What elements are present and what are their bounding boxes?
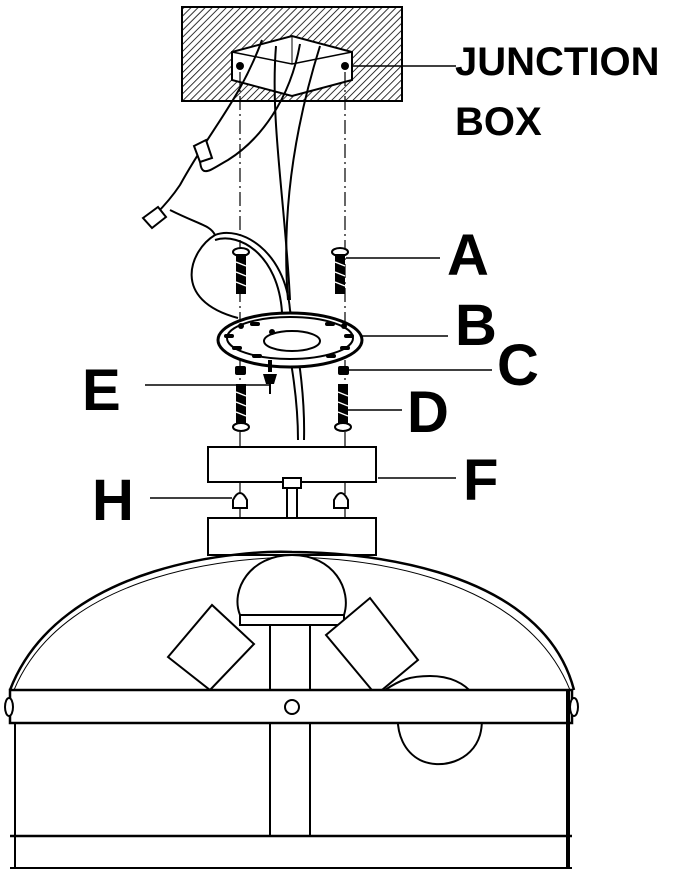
mounting-plate bbox=[216, 311, 364, 369]
socket-left bbox=[166, 603, 256, 692]
junction-box-label-line2: BOX bbox=[455, 100, 542, 144]
label-f: F bbox=[463, 448, 498, 513]
label-h: H bbox=[92, 468, 134, 533]
fixture-top-block bbox=[207, 517, 377, 556]
fixture-body bbox=[4, 517, 579, 869]
nut-c-left bbox=[235, 366, 246, 375]
fixture-dome bbox=[8, 550, 576, 691]
screw-d-right bbox=[334, 384, 352, 432]
junction-hole-right bbox=[341, 62, 349, 70]
band-hole bbox=[284, 699, 300, 715]
label-d: D bbox=[407, 380, 449, 445]
junction-box-label-line1: JUNCTION bbox=[455, 40, 659, 84]
wire-nut-icon bbox=[141, 138, 214, 230]
nut-h-left bbox=[232, 492, 248, 509]
screw-a-right bbox=[331, 247, 349, 294]
junction-hole-left bbox=[236, 62, 244, 70]
socket-right bbox=[324, 596, 420, 697]
ceiling-mount bbox=[181, 6, 403, 102]
screw-d-left bbox=[232, 384, 250, 432]
nut-h-right bbox=[333, 492, 349, 509]
socket-hub bbox=[236, 553, 347, 616]
label-b: B bbox=[455, 293, 497, 358]
label-c: C bbox=[497, 333, 539, 398]
center-nipple bbox=[282, 477, 302, 519]
leader-lines bbox=[145, 65, 492, 499]
nut-c-right bbox=[338, 366, 349, 375]
canopy bbox=[207, 446, 377, 483]
label-e: E bbox=[82, 358, 121, 423]
screw-a-left bbox=[232, 247, 250, 294]
label-a: A bbox=[447, 223, 489, 288]
supply-wires bbox=[154, 39, 321, 301]
